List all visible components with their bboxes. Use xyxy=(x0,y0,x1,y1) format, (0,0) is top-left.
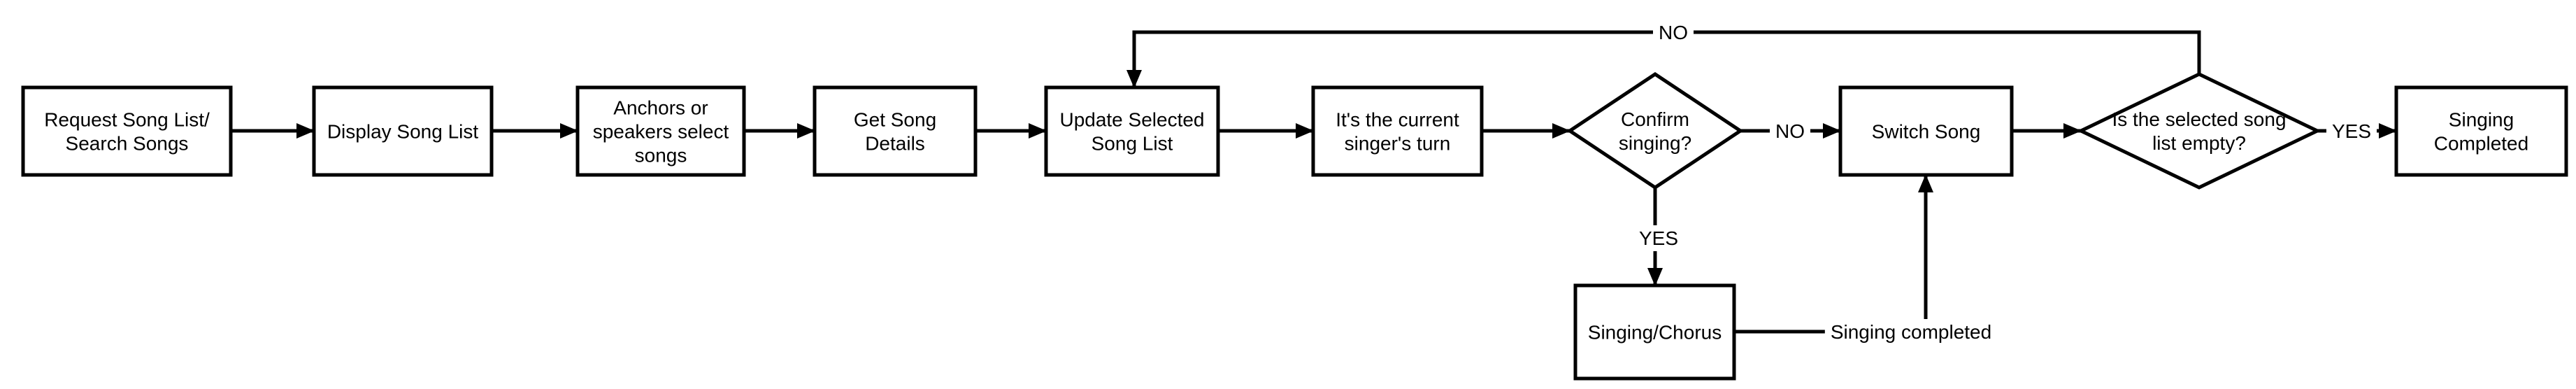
edges-layer xyxy=(231,30,2397,334)
edge-label-bg-chorus-singing-completed-to-switch xyxy=(1824,319,1998,345)
node-confirm-singing xyxy=(1566,71,1744,190)
node-label-switch-song: Switch Song xyxy=(1872,121,1981,143)
node-current-singers-turn xyxy=(1311,85,1484,177)
node-label-request-song-list: Request Song List/ xyxy=(44,109,210,131)
node-label-confirm-singing: singing? xyxy=(1619,132,1691,154)
node-get-song-details xyxy=(813,85,978,177)
nodes-layer: Request Song List/Search Songs Display So… xyxy=(21,71,2568,381)
node-label-song-list-empty: list empty? xyxy=(2152,132,2246,154)
node-label-anchors-select-songs: songs xyxy=(635,145,687,167)
edge-label-chorus-singing-completed-to-switch: Singing completed xyxy=(1831,321,1991,343)
node-label-update-selected-song-list: Update Selected xyxy=(1059,109,1204,131)
edge-label-empty-no-loop-to-update: NO xyxy=(1659,22,1688,43)
node-label-current-singers-turn: It's the current xyxy=(1336,109,1459,131)
edge-label-bg-empty-yes-to-completed xyxy=(2326,118,2377,144)
edge-label-bg-confirm-no-to-switch xyxy=(1770,118,1810,144)
node-singing-chorus xyxy=(1573,283,1736,381)
node-label-singing-completed: Completed xyxy=(2434,133,2528,155)
edge-label-confirm-yes-to-chorus: YES xyxy=(1639,227,1678,249)
node-label-song-list-empty: Is the selected song xyxy=(2112,108,2286,130)
node-label-display-song-list: Display Song List xyxy=(327,121,479,143)
node-label-anchors-select-songs: Anchors or xyxy=(613,97,708,119)
node-switch-song xyxy=(1838,85,2014,177)
node-label-get-song-details: Details xyxy=(865,133,925,155)
node-label-current-singers-turn: singer's turn xyxy=(1345,133,1451,155)
edge-chorus-singing-completed-to-switch xyxy=(1734,174,1933,334)
node-label-confirm-singing: Confirm xyxy=(1621,108,1689,130)
node-label-singing-chorus: Singing/Chorus xyxy=(1588,322,1722,344)
edge-label-confirm-no-to-switch: NO xyxy=(1775,120,1805,142)
node-singing-completed xyxy=(2394,85,2568,177)
node-label-update-selected-song-list: Song List xyxy=(1092,133,1173,155)
node-request-song-list xyxy=(21,85,233,177)
node-anchors-select-songs xyxy=(575,85,746,177)
node-display-song-list xyxy=(312,85,494,177)
node-update-selected-song-list xyxy=(1044,85,1220,177)
edge-label-bg-confirm-yes-to-chorus xyxy=(1633,225,1684,251)
edge-label-bg-empty-no-loop-to-update xyxy=(1653,20,1694,45)
node-label-get-song-details: Get Song xyxy=(854,109,936,131)
node-label-request-song-list: Search Songs xyxy=(66,133,189,155)
node-label-singing-completed: Singing xyxy=(2449,109,2514,131)
edge-label-empty-yes-to-completed: YES xyxy=(2332,120,2371,142)
node-label-anchors-select-songs: speakers select xyxy=(593,121,729,143)
edge-labels-layer: NO YES YES Singing completed NO xyxy=(1633,20,2377,345)
node-song-list-empty xyxy=(2077,72,2321,190)
